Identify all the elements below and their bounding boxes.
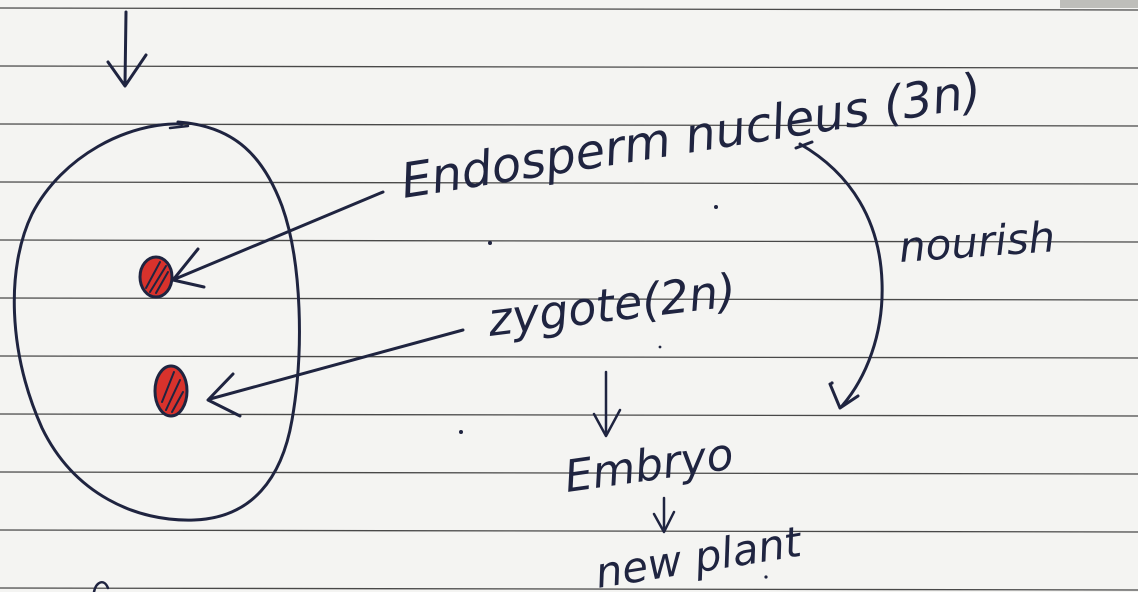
page-edge-shadow bbox=[1060, 0, 1138, 8]
ruled-line bbox=[0, 356, 1138, 358]
new-plant-label: new plant bbox=[592, 517, 806, 592]
outline-tick bbox=[170, 126, 188, 128]
top-down-arrow bbox=[108, 12, 146, 86]
stray-mark bbox=[94, 582, 108, 592]
embryo-label: Embryo bbox=[561, 429, 736, 503]
embryo-to-plant-arrow bbox=[654, 498, 674, 532]
zygote-to-embryo-arrow bbox=[594, 372, 620, 436]
ruled-line bbox=[0, 588, 1138, 590]
zygote-label: zygote(2n) bbox=[484, 263, 739, 347]
zygote-nucleus bbox=[155, 366, 187, 416]
ruled-line bbox=[0, 8, 1138, 10]
endosperm-nucleus bbox=[140, 257, 172, 297]
nourish-label: nourish bbox=[897, 212, 1056, 272]
ruled-line bbox=[0, 530, 1138, 532]
endosperm-nucleus-label: Endosperm nucleus (3n) bbox=[397, 63, 985, 210]
nourish-curved-arrow bbox=[796, 142, 882, 408]
endosperm-pointer-arrow bbox=[173, 192, 383, 287]
zygote-pointer-arrow bbox=[208, 330, 463, 416]
